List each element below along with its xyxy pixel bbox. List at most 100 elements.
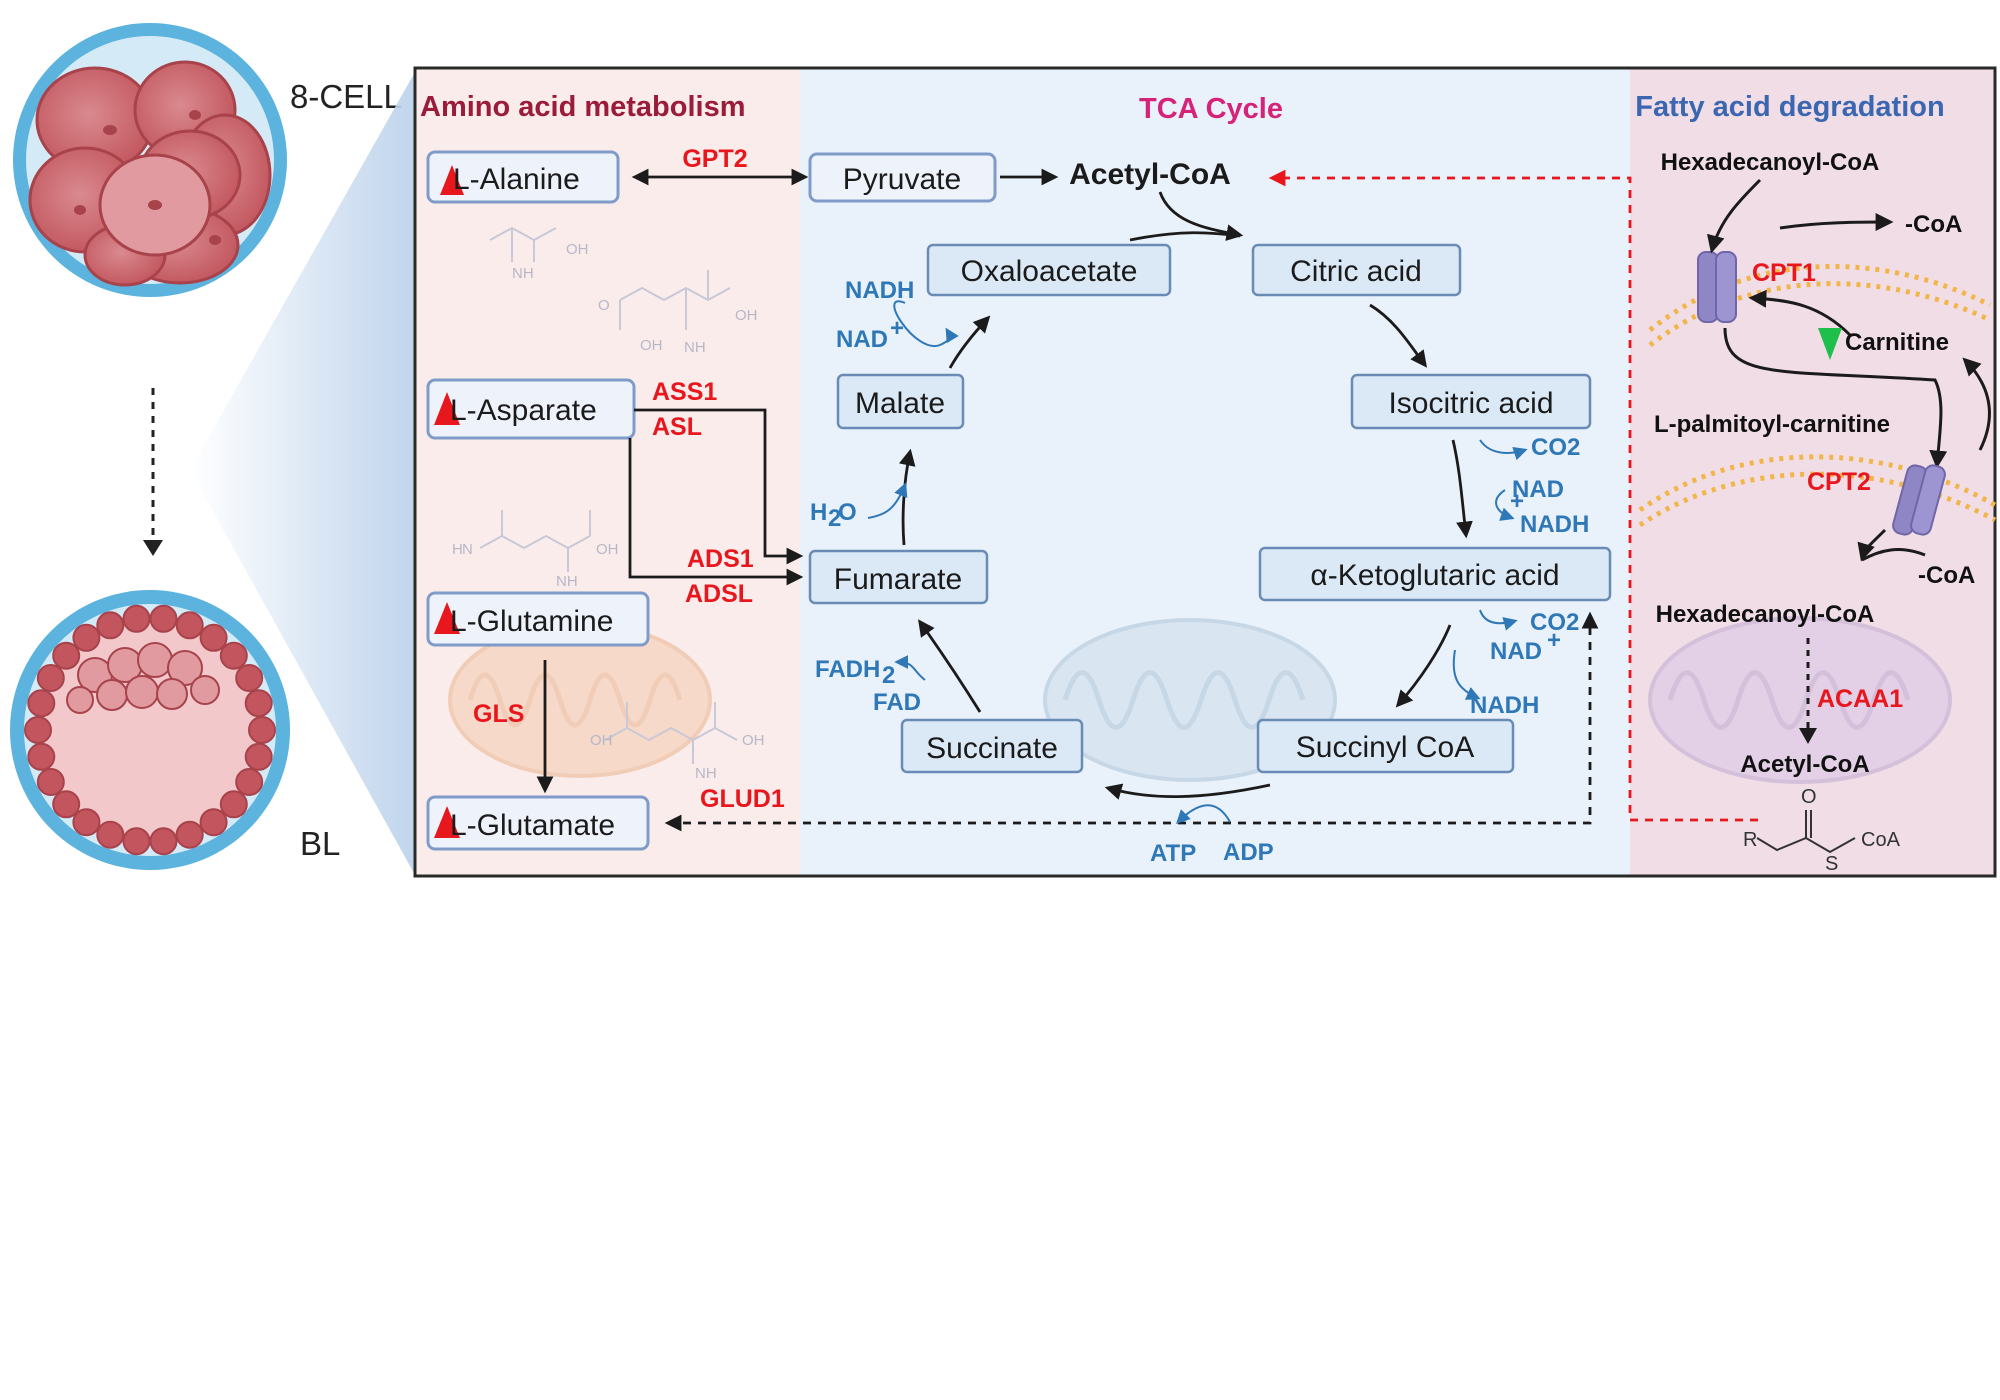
outer-membrane-1 (1648, 263, 1992, 332)
fatty-coa-2: -CoA (1918, 562, 1975, 589)
zoom-funnel (190, 72, 415, 875)
glutamate-nh2: NH (695, 765, 717, 782)
trophectoderm-cell (248, 716, 276, 744)
acetyl-coa-structure (1756, 810, 1856, 854)
struct-coa: CoA (1861, 829, 1901, 851)
enzyme-glud1: GLUD1 (700, 785, 785, 813)
enzyme-gpt2: GPT2 (682, 145, 747, 173)
struct-s: S (1825, 853, 1838, 875)
enzyme-adsl: ADSL (685, 580, 753, 608)
fatty-section-title: Fatty acid degradation (1635, 91, 1944, 123)
tca-section-title: TCA Cycle (1139, 93, 1283, 125)
trophectoderm-cell (199, 623, 228, 652)
trophectoderm-cell (219, 790, 248, 819)
trophectoderm-cell (235, 664, 264, 692)
glutamate-oh: OH (590, 732, 613, 749)
glutamine-oh: OH (596, 541, 619, 558)
acetyl-coa-label: Acetyl-CoA (1069, 158, 1231, 191)
up-marker-alanine (440, 165, 464, 195)
inner-membrane-1 (1638, 454, 1997, 513)
dashed-red-acetylcoa (1268, 169, 1758, 822)
cofactor-arrows (867, 300, 1528, 824)
cofactor-nad-2: NAD (1512, 476, 1564, 503)
trophectoderm-cell (149, 827, 178, 856)
oxaloacetate-label: Oxaloacetate (961, 255, 1138, 288)
struct-r: R (1743, 829, 1757, 851)
aspartate-nh2: NH (684, 339, 706, 356)
fatty-hexadecanoyl-top: Hexadecanoyl-CoA (1661, 149, 1880, 176)
arrow-oxaloacetate-citric (1129, 231, 1241, 242)
dashed-akg-glutamate (664, 611, 1599, 832)
down-marker-carnitine (1818, 328, 1842, 360)
enzyme-ads1: ADS1 (687, 545, 754, 573)
l-glutamine-label: L-Glutamine (450, 605, 613, 638)
trophectoderm-cell (52, 790, 81, 819)
cpt1-transporter (1697, 251, 1737, 323)
cofactor-fad: FAD (873, 689, 921, 716)
amino-section-title: Amino acid metabolism (420, 91, 746, 123)
trophectoderm-cell (27, 742, 56, 771)
l-glutamate-label: L-Glutamate (450, 809, 615, 842)
glutamine-nh2: NH (556, 573, 578, 590)
trophectoderm-cell (24, 716, 52, 744)
enzyme-cpt1: CPT1 (1752, 259, 1816, 287)
cofactor-nad-3-plus: + (1547, 627, 1561, 654)
node-malate: Malate (836, 373, 965, 430)
enzyme-cpt2: CPT2 (1807, 468, 1871, 496)
arrow-asparate-fumarate-2 (628, 438, 804, 586)
alanine-structure (489, 226, 557, 262)
node-a-ketoglutaric-acid: α-Ketoglutaric acid (1258, 546, 1612, 602)
stage-bl-label: BL (300, 825, 340, 862)
arrow-asparate-fumarate-1 (634, 408, 804, 565)
fatty-acetyl-coa: Acetyl-CoA (1740, 751, 1869, 778)
trophectoderm-cell (175, 611, 204, 640)
trophectoderm-cell (122, 604, 151, 633)
arrow-isocitric-akg (1451, 439, 1473, 539)
outer-membrane-2 (1648, 281, 1992, 347)
enzyme-gls: GLS (473, 700, 524, 728)
enzyme-ass1: ASS1 (652, 378, 717, 406)
node-pyruvate: Pyruvate (808, 152, 997, 203)
succinyl-coa-label: Succinyl CoA (1296, 731, 1474, 764)
alanine-oh: OH (566, 241, 589, 258)
cofactor-co2-2: CO2 (1530, 609, 1579, 636)
l-alanine-label: L-Alanine (453, 163, 580, 196)
arrow-fumarate-malate (898, 448, 916, 546)
aspartate-structure (619, 270, 731, 330)
trophectoderm-cell (52, 641, 81, 670)
node-l-glutamine: L-Glutamine (426, 591, 650, 647)
trophectoderm-cell (96, 820, 125, 849)
mitochondrion-fatty (1648, 616, 1952, 784)
fatty-coa-1: -CoA (1905, 211, 1962, 238)
trophectoderm-cell (219, 641, 248, 670)
trophectoderm-cell (175, 820, 204, 849)
up-marker-asparate (434, 392, 460, 425)
cofactor-nadh-1: NADH (845, 277, 914, 304)
stage-8cell-label: 8-CELL (290, 78, 402, 115)
trophectoderm-cell (149, 604, 178, 633)
cofactor-fadh2-sub: 2 (882, 662, 895, 689)
up-marker-glutamine (434, 602, 460, 634)
inner-membrane-2 (1638, 471, 1997, 528)
trophectoderm-cell (36, 664, 65, 692)
glutamine-structure (479, 510, 591, 572)
trophectoderm-cell (235, 768, 264, 796)
node-succinyl-coa: Succinyl CoA (1256, 718, 1515, 774)
cofactor-nad-1: NAD (836, 326, 888, 353)
malate-label: Malate (855, 387, 945, 420)
embryo-blastocyst (10, 590, 290, 870)
fatty-dashed-arrowhead (1799, 728, 1817, 744)
up-marker-glutamate (434, 806, 460, 838)
trophectoderm-cell (72, 623, 101, 652)
cofactor-nadh-2: NADH (1520, 511, 1589, 538)
cofactor-nad-1-plus: + (890, 315, 904, 342)
development-arrowhead (143, 540, 163, 556)
cofactor-h2o-sub: 2 (828, 505, 841, 532)
cofactor-adp: ADP (1223, 839, 1274, 866)
enzyme-acaa1: ACAA1 (1817, 685, 1903, 713)
alanine-nh2: NH (512, 265, 534, 282)
trophectoderm-cell (72, 808, 101, 837)
node-succinate: Succinate (900, 718, 1084, 774)
cofactor-nad-2-plus: + (1510, 488, 1524, 515)
